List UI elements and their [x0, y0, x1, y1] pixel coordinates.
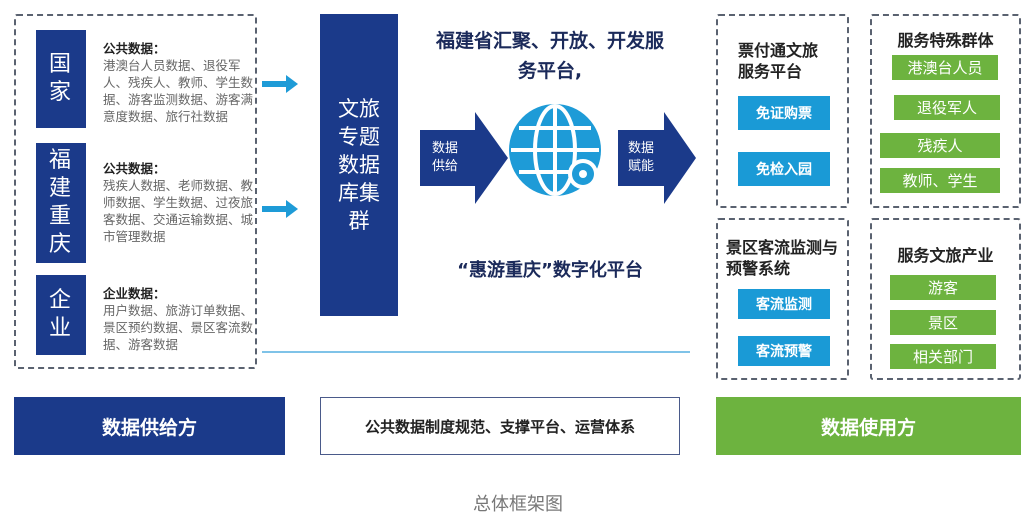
service-item: 港澳台人员	[892, 55, 998, 80]
service-item: 相关部门	[890, 344, 996, 369]
service-group-special	[870, 14, 1021, 208]
arrow-right-icon	[262, 200, 298, 218]
governance-bar: 公共数据制度规范、支撑平台、运营体系	[320, 397, 680, 455]
supply-label: 数据供给	[432, 141, 459, 174]
enable-arrow-icon	[618, 112, 696, 204]
data-provider-bar: 数据供给方	[14, 397, 285, 455]
source-text-national: 公共数据：港澳台人员数据、退役军人、残疾人、教师、学生数据、游客监测数据、游客满…	[103, 41, 254, 124]
data-sources-group	[14, 14, 257, 369]
service-item: 客流预警	[738, 336, 830, 366]
figure-caption: 总体框架图	[473, 494, 563, 515]
source-label-enterprise: 企业	[36, 275, 86, 355]
service-item: 免证购票	[738, 96, 830, 130]
service-group-ticketing	[716, 14, 849, 208]
service-title: 景区客流监测与预警系统	[726, 238, 839, 278]
service-group-industry	[870, 218, 1021, 380]
source-label-national: 国家	[36, 30, 86, 128]
source-text-enterprise: 企业数据：用户数据、旅游订单数据、景区预约数据、景区客流数据、游客数据	[103, 286, 254, 352]
service-item: 免检入园	[738, 152, 830, 186]
platform-name: “惠游重庆”数字化平台	[457, 260, 643, 281]
globe-gear-icon	[509, 104, 601, 196]
service-group-monitoring	[716, 218, 849, 380]
service-item: 客流监测	[738, 289, 830, 319]
database-cluster: 文旅专题数据库集群	[320, 14, 398, 316]
arrow-right-icon	[262, 75, 298, 93]
source-label-fujian-chongqing: 福建重庆	[36, 143, 86, 263]
service-title: 服务文旅产业	[897, 246, 994, 265]
service-item: 景区	[890, 310, 996, 335]
service-item: 教师、学生	[880, 168, 1000, 193]
flow-line	[262, 351, 690, 353]
service-title: 服务特殊群体	[897, 31, 994, 50]
platform-title: 福建省汇聚、开放、开发服务平台,	[435, 30, 664, 82]
data-user-bar: 数据使用方	[716, 397, 1021, 455]
source-text-fujian: 公共数据：残疾人数据、老师数据、教师数据、学生数据、过夜旅客数据、交通运输数据、…	[103, 161, 254, 244]
supply-arrow-icon	[420, 112, 508, 204]
service-title: 票付通文旅服务平台	[738, 41, 819, 81]
service-item: 残疾人	[880, 133, 1000, 158]
service-item: 游客	[890, 275, 996, 300]
service-item: 退役军人	[894, 95, 1000, 120]
enable-label: 数据赋能	[628, 141, 655, 174]
